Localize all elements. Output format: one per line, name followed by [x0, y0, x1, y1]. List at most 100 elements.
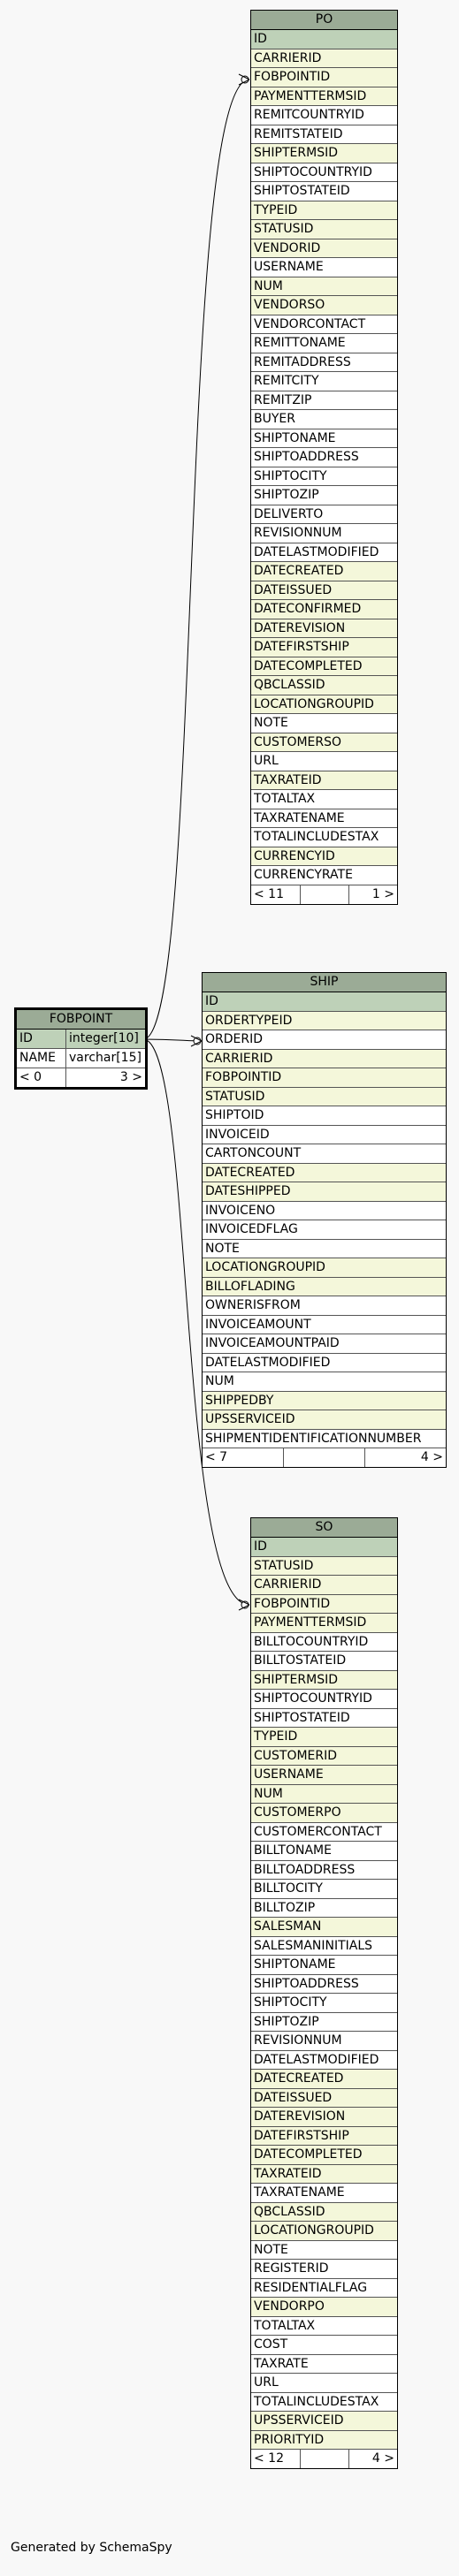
table-ship-column-invoicedflag: INVOICEDFLAG: [203, 1220, 446, 1240]
table-po-column-currencyid: CURRENCYID: [251, 847, 397, 866]
table-so-column-taxratename: TAXRATENAME: [251, 2184, 397, 2203]
table-po-footer-mid: [301, 885, 349, 904]
table-po-column-deliverto: DELIVERTO: [251, 505, 397, 524]
table-po-column-url: URL: [251, 752, 397, 771]
table-so-column-fobpointid: FOBPOINTID: [251, 1594, 397, 1614]
table-ship-column-dateshipped: DATESHIPPED: [203, 1182, 446, 1202]
table-so-column-customerid: CUSTOMERID: [251, 1746, 397, 1766]
table-so-column-billtostateid: BILLTOSTATEID: [251, 1652, 397, 1671]
column-type: integer[10]: [69, 1031, 139, 1045]
table-ship-column-num: NUM: [203, 1372, 446, 1392]
table-ship-column-note: NOTE: [203, 1239, 446, 1258]
table-po-column-vendorcontact: VENDORCONTACT: [251, 315, 397, 334]
column-name: ID: [17, 1030, 66, 1048]
table-so-column-url: URL: [251, 2374, 397, 2393]
table-so-column-datelastmodified: DATELASTMODIFIED: [251, 2050, 397, 2070]
table-fobpoint[interactable]: FOBPOINT ID integer[10] NAME varchar[15]…: [14, 1007, 148, 1090]
table-so-column-billtoname: BILLTONAME: [251, 1842, 397, 1861]
table-po-column-note: NOTE: [251, 714, 397, 733]
table-po-column-statusid: STATUSID: [251, 220, 397, 239]
table-so-column-shiptermsid: SHIPTERMSID: [251, 1670, 397, 1690]
table-po-column-datelastmodified: DATELASTMODIFIED: [251, 543, 397, 562]
edge-ship-fobpoint: [142, 1038, 203, 1042]
table-ship-child-count[interactable]: 4 >: [420, 1450, 443, 1464]
table-so-column-num: NUM: [251, 1784, 397, 1804]
table-ship-column-id: ID: [203, 992, 446, 1012]
table-so-column-totaltax: TOTALTAX: [251, 2316, 397, 2336]
table-so-column-shiptoname: SHIPTONAME: [251, 1956, 397, 1975]
table-po-column-shiptoaddress: SHIPTOADDRESS: [251, 448, 397, 467]
table-so-column-shiptocountryid: SHIPTOCOUNTRYID: [251, 1690, 397, 1709]
table-so-column-locationgroupid: LOCATIONGROUPID: [251, 2222, 397, 2241]
generated-by-footer: Generated by SchemaSpy: [11, 2541, 172, 2555]
table-so-column-salesman: SALESMAN: [251, 1918, 397, 1937]
table-so-column-billtocountryid: BILLTOCOUNTRYID: [251, 1632, 397, 1652]
table-so-column-upsserviceid: UPSSERVICEID: [251, 2412, 397, 2431]
table-po-column-remitzip: REMITZIP: [251, 391, 397, 410]
table-po-parent-count[interactable]: < 11: [251, 885, 301, 904]
table-ship-column-upsserviceid: UPSSERVICEID: [203, 1410, 446, 1430]
table-ship-column-invoiceno: INVOICENO: [203, 1201, 446, 1220]
edge-crowfoot-ship: [190, 1035, 203, 1047]
table-po-column-locationgroupid: LOCATIONGROUPID: [251, 695, 397, 714]
table-po-column-paymenttermsid: PAYMENTTERMSID: [251, 87, 397, 106]
table-po-column-buyer: BUYER: [251, 410, 397, 429]
table-po-column-taxratename: TAXRATENAME: [251, 809, 397, 828]
table-ship-column-ordertypeid: ORDERTYPEID: [203, 1011, 446, 1030]
table-po-column-daterevision: DATEREVISION: [251, 619, 397, 638]
table-so-header[interactable]: SO: [251, 1518, 397, 1538]
table-po-column-carrierid: CARRIERID: [251, 49, 397, 68]
table-po-column-shiptostateid: SHIPTOSTATEID: [251, 182, 397, 201]
table-so-column-taxrateid: TAXRATEID: [251, 2164, 397, 2184]
table-so-column-dateissued: DATEISSUED: [251, 2088, 397, 2108]
table-so-footer: < 12 4 >: [251, 2450, 397, 2468]
table-fobpoint-child-count[interactable]: 3 >: [119, 1070, 142, 1084]
table-ship-parent-count[interactable]: < 7: [203, 1448, 284, 1467]
edge-so-fobpoint: [142, 1038, 250, 1606]
column-type: varchar[15]: [69, 1051, 142, 1065]
table-so-column-residentialflag: RESIDENTIALFLAG: [251, 2278, 397, 2298]
table-so-column-salesmaninitials: SALESMANINITIALS: [251, 1936, 397, 1956]
table-ship-column-invoiceid: INVOICEID: [203, 1125, 446, 1144]
table-po-column-remitstateid: REMITSTATEID: [251, 125, 397, 144]
table-fobpoint-header[interactable]: FOBPOINT: [17, 1010, 145, 1030]
table-so-column-statusid: STATUSID: [251, 1556, 397, 1576]
table-so-parent-count[interactable]: < 12: [251, 2450, 301, 2468]
table-po-column-shiptoname: SHIPTONAME: [251, 429, 397, 448]
table-po-column-num: NUM: [251, 277, 397, 296]
table-ship-column-statusid: STATUSID: [203, 1087, 446, 1106]
table-po-column-shiptocountryid: SHIPTOCOUNTRYID: [251, 163, 397, 182]
table-po-column-id: ID: [251, 30, 397, 49]
table-fobpoint-footer: < 0 3 >: [17, 1068, 145, 1087]
table-po-column-datecreated: DATECREATED: [251, 562, 397, 581]
table-so-column-qbclassid: QBCLASSID: [251, 2202, 397, 2222]
fobpoint-column-id: ID integer[10]: [17, 1030, 145, 1049]
column-name: NAME: [17, 1049, 66, 1068]
table-ship-column-shipmentidentificationnumber: SHIPMENTIDENTIFICATIONNUMBER: [203, 1429, 446, 1448]
table-po-column-dateconfirmed: DATECONFIRMED: [251, 600, 397, 619]
table-so-column-daterevision: DATEREVISION: [251, 2108, 397, 2127]
table-po-column-dateissued: DATEISSUED: [251, 581, 397, 600]
table-ship-header[interactable]: SHIP: [203, 973, 446, 992]
table-fobpoint-parent-count[interactable]: < 0: [17, 1068, 66, 1087]
table-ship-column-locationgroupid: LOCATIONGROUPID: [203, 1258, 446, 1278]
table-so-column-cost: COST: [251, 2336, 397, 2355]
table-so-column-paymenttermsid: PAYMENTTERMSID: [251, 1614, 397, 1633]
fobpoint-column-name: NAME varchar[15]: [17, 1049, 145, 1068]
table-so-column-taxrate: TAXRATE: [251, 2354, 397, 2374]
table-so-column-priorityid: PRIORITYID: [251, 2430, 397, 2450]
table-so-child-count[interactable]: 4 >: [371, 2451, 394, 2466]
table-po-child-count[interactable]: 1 >: [371, 886, 394, 901]
table-ship-column-invoiceamountpaid: INVOICEAMOUNTPAID: [203, 1334, 446, 1354]
edge-po-fobpoint: [142, 79, 250, 1040]
table-po-header[interactable]: PO: [251, 11, 397, 30]
table-po-column-typeid: TYPEID: [251, 201, 397, 220]
table-ship-footer-mid: [284, 1448, 365, 1467]
